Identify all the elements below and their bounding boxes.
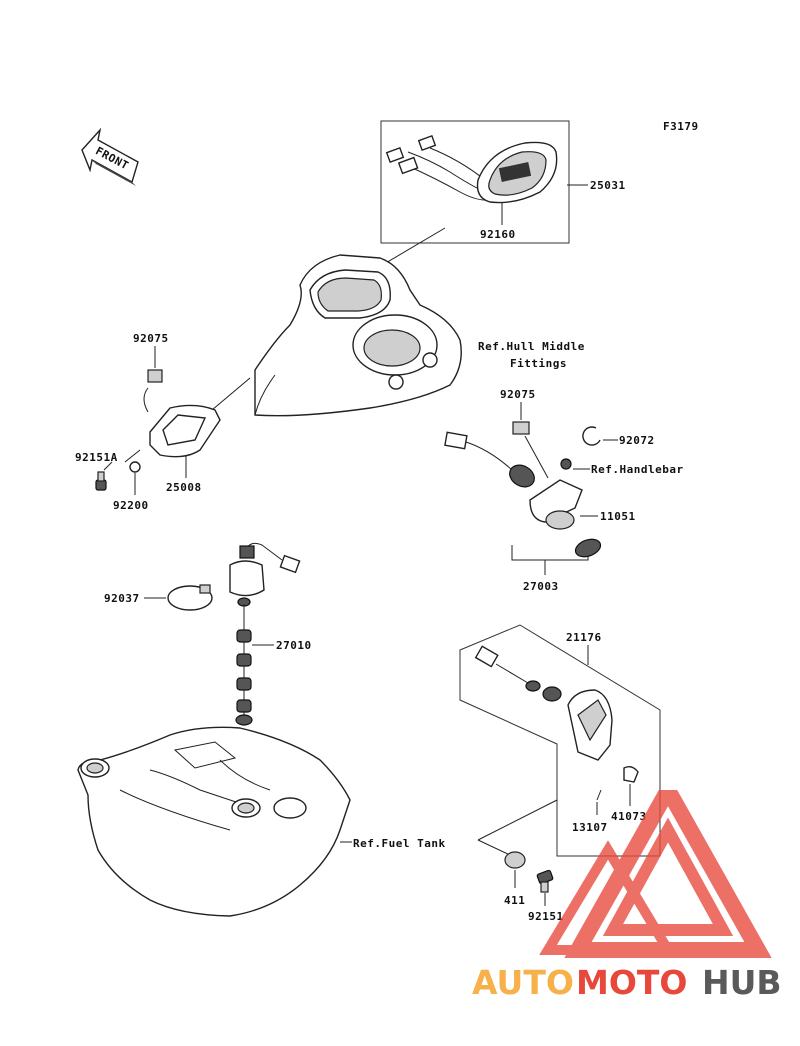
hose-clamp-92037 (167, 584, 213, 611)
ref-hull-line1: Ref.Hull Middle (478, 340, 585, 353)
pin-13107 (596, 789, 602, 801)
ref-handlebar: Ref.Handlebar (591, 463, 684, 476)
bolt-92151a (95, 471, 107, 491)
callout-92072: 92072 (619, 434, 655, 447)
ref-hull-line2: Fittings (510, 357, 567, 370)
callout-92075-right: 92075 (500, 388, 536, 401)
washer-92200 (129, 461, 141, 473)
automotohub-watermark: AUTO MOTO HUB (472, 790, 782, 1002)
fuel-tank (77, 726, 351, 917)
meter-box (380, 120, 570, 244)
watermark-text-moto: MOTO (576, 963, 687, 1002)
callout-92075-left: 92075 (133, 332, 169, 345)
watermark-text-auto: AUTO (472, 963, 574, 1002)
callout-25008: 25008 (166, 481, 202, 494)
callout-92037: 92037 (104, 592, 140, 605)
label-sticker-left (147, 369, 163, 383)
callout-27003: 27003 (523, 580, 559, 593)
fuel-sender (229, 542, 301, 726)
ignition-switch (444, 431, 583, 530)
speed-sensor (474, 645, 613, 761)
meter-bracket (149, 404, 221, 458)
ref-fuel-tank: Ref.Fuel Tank (353, 837, 446, 850)
callout-92200: 92200 (113, 499, 149, 512)
circlip-92072 (582, 426, 601, 446)
switch-cap (574, 538, 602, 558)
callout-92160: 92160 (480, 228, 516, 241)
callout-411: 411 (504, 894, 525, 907)
callout-41073: 41073 (611, 810, 647, 823)
washer-411 (504, 851, 526, 869)
callout-92151a: 92151A (75, 451, 118, 464)
callout-11051: 11051 (600, 510, 636, 523)
bolt-92151 (536, 869, 554, 893)
callout-27010: 27010 (276, 639, 312, 652)
meter-assembly (385, 135, 558, 204)
figure-code: F3179 (663, 120, 699, 133)
meter-cover (254, 254, 462, 417)
watermark-triangle-icon (539, 790, 772, 958)
label-sticker-right (512, 421, 530, 435)
front-arrow-icon: FRONT (81, 127, 139, 186)
callout-21176: 21176 (566, 631, 602, 644)
callout-92151: 92151 (528, 910, 564, 923)
clip-41073 (623, 765, 639, 783)
watermark-text-hub: HUB (702, 963, 782, 1002)
callout-13107: 13107 (572, 821, 608, 834)
callout-25031: 25031 (590, 179, 626, 192)
